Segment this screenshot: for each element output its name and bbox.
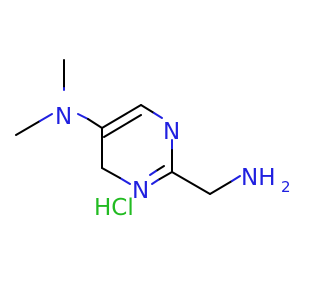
ring-bond-c5-c6 — [101, 104, 142, 129]
ring-bond-c5-c6-double — [103, 114, 142, 138]
molecule-drawing: N N N NH 2 HCl — [15, 59, 291, 221]
ring-bond-c2-n3-n — [151, 179, 159, 185]
amine-ring-bond-n — [77, 113, 89, 120]
ring-bond-c2-n3-double-n — [149, 170, 157, 176]
ring-bond-c6-n1-n — [153, 112, 163, 119]
ch2-bond — [171, 171, 211, 195]
hcl-salt-label: HCl — [94, 195, 134, 221]
amine-ring-bond — [87, 118, 103, 129]
ch2-nh2-bond-n — [231, 175, 241, 182]
structure-canvas: N N N NH 2 HCl — [15, 59, 291, 221]
methyl-bond-left-n — [39, 113, 53, 122]
ring-bond-c2-n3-double — [155, 165, 165, 172]
amine-nitrogen-label: N — [55, 104, 72, 130]
aminomethyl-subscript-label: 2 — [281, 178, 291, 196]
ring-bond-n3-c4 — [101, 167, 121, 179]
ring-bond-c2-n3 — [157, 171, 173, 181]
methyl-bond-left — [15, 120, 41, 136]
aminomethyl-nitrogen-label: NH — [241, 165, 276, 191]
ring-bond-n3-c4-n — [119, 177, 131, 185]
ring-nitrogen-bottom-label: N — [132, 178, 149, 204]
ring-bond-c6-n1 — [140, 104, 155, 114]
ch2-nh2-bond — [209, 180, 233, 195]
ring-nitrogen-top-label: N — [163, 119, 180, 145]
